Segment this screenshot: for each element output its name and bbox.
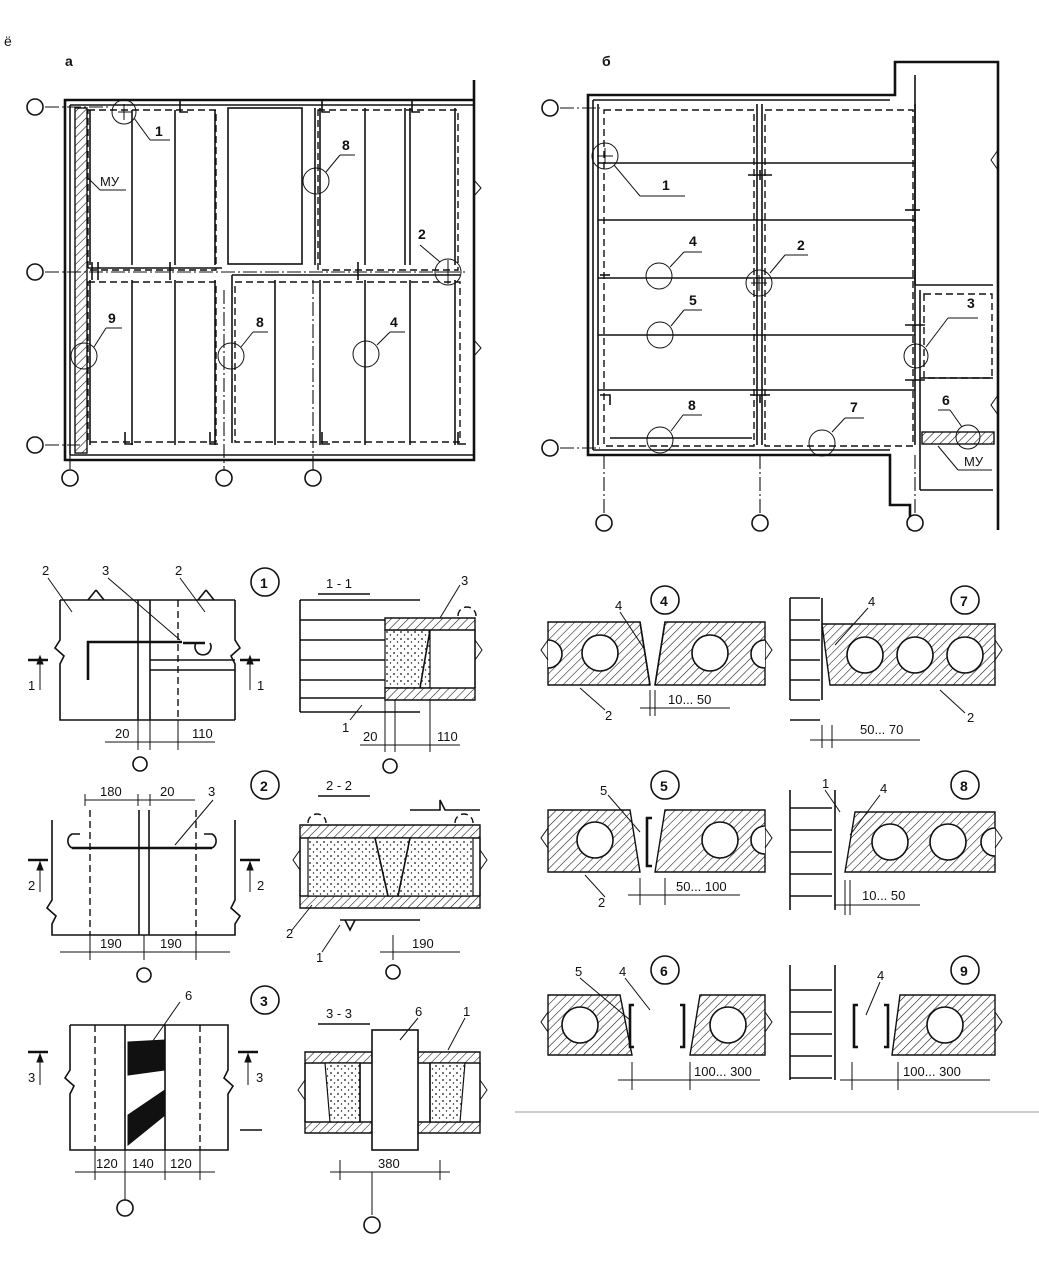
section-3-3: 3 - 3 6 1 380: [297, 1004, 488, 1234]
detail-8-ref-4: 4: [880, 781, 887, 796]
detail-2-section-mark-right: 2: [257, 878, 264, 893]
detail-7-ref-2: 2: [967, 710, 974, 725]
section-3-3-ref-1: 1: [463, 1004, 470, 1019]
plan-b: б: [541, 53, 1000, 532]
detail-2-number: 2: [260, 778, 268, 794]
section-1-1-mortar: [384, 629, 431, 689]
section-1-1-slab-bottom: [384, 687, 476, 701]
plan-a-callout-2: 2: [418, 226, 426, 242]
detail-2-dim-190b: 190: [160, 936, 182, 951]
plan-b-callout-5: 5: [689, 292, 697, 308]
detail-1-number: 1: [260, 575, 268, 591]
plan-a-callout-9: 9: [108, 310, 116, 326]
plan-a-callout-4: 4: [390, 314, 398, 330]
detail-8-ref-1: 1: [822, 776, 829, 791]
section-2-2-title: 2 - 2: [326, 778, 352, 793]
plan-b-callout-1: 1: [662, 177, 670, 193]
detail-3-ref-6: 6: [185, 988, 192, 1003]
section-1-1: 1 - 1 3 1 20 110: [299, 573, 483, 774]
detail-4-ref-2: 2: [605, 708, 612, 723]
detail-4-dim: 10... 50: [668, 692, 711, 707]
detail-9: 9 4 100... 300: [789, 955, 1003, 1090]
plan-b-callout-7: 7: [850, 399, 858, 415]
plan-b-masonry-wall: [921, 431, 995, 445]
section-1-1-dim-20: 20: [363, 729, 377, 744]
detail-6-number: 6: [660, 963, 668, 979]
detail-2-section-mark-left: 2: [28, 878, 35, 893]
detail-1-ref-2a: 2: [42, 563, 49, 578]
detail-3-dim-140: 140: [132, 1156, 154, 1171]
detail-7: 7 4 2 50... 70: [789, 585, 1003, 748]
detail-2-ref-3: 3: [208, 784, 215, 799]
section-1-1-dim-110: 110: [437, 729, 458, 744]
plan-b-callout-8: 8: [688, 397, 696, 413]
plan-a: а: [26, 53, 482, 487]
detail-3-dim-120a: 120: [96, 1156, 118, 1171]
corner-mark: ё: [4, 33, 12, 49]
detail-6: 6 5 4 100... 300: [540, 955, 773, 1090]
plan-a-callout-1: 1: [155, 123, 163, 139]
section-1-1-ref-1: 1: [342, 720, 349, 735]
detail-3-section-mark-left: 3: [28, 1070, 35, 1085]
detail-3: 3 6 3 3 120 140 120: [28, 985, 280, 1217]
detail-9-dim: 100... 300: [903, 1064, 961, 1079]
detail-2-dim-180: 180: [100, 784, 122, 799]
plan-b-callout-6: 6: [942, 392, 950, 408]
detail-9-number: 9: [960, 963, 968, 979]
detail-5-number: 5: [660, 778, 668, 794]
plan-b-callout-4: 4: [689, 233, 697, 249]
detail-7-dim: 50... 70: [860, 722, 903, 737]
detail-1-dim-110: 110: [192, 726, 213, 741]
detail-2: 2 180 20 2 2 3 190 190: [28, 770, 280, 983]
plan-a-letter: а: [65, 53, 73, 69]
section-2-2: 2 - 2 2 1 190: [286, 778, 488, 980]
detail-6-ref-4: 4: [619, 964, 626, 979]
detail-3-section-mark-right: 3: [256, 1070, 263, 1085]
plan-a-wall-label: МУ: [100, 174, 120, 189]
detail-1-ref-3: 3: [102, 563, 109, 578]
detail-5-ref-5: 5: [600, 783, 607, 798]
detail-4-ref-4: 4: [615, 598, 622, 613]
detail-1-ref-2b: 2: [175, 563, 182, 578]
plan-b-wall-label: МУ: [964, 454, 984, 469]
detail-5: 5 5 2 50... 100: [540, 770, 773, 910]
detail-8-number: 8: [960, 778, 968, 794]
detail-2-dim-190a: 190: [100, 936, 122, 951]
detail-7-ref-4: 4: [868, 594, 875, 609]
detail-1-dim-20: 20: [115, 726, 129, 741]
detail-3-dim-120b: 120: [170, 1156, 192, 1171]
detail-8: 8 1 4 10... 50: [789, 770, 1003, 915]
detail-6-ref-5: 5: [575, 964, 582, 979]
section-3-3-title: 3 - 3: [326, 1006, 352, 1021]
section-1-1-slab-top: [384, 617, 476, 631]
section-2-2-ref-2: 2: [286, 926, 293, 941]
section-2-2-dim-190: 190: [412, 936, 434, 951]
section-3-3-dim-380: 380: [378, 1156, 400, 1171]
detail-5-ref-2: 2: [598, 895, 605, 910]
detail-1: 1 1 1 2 3 2 20 110: [28, 563, 280, 772]
plan-a-masonry-wall: [74, 107, 88, 454]
section-1-1-title: 1 - 1: [326, 576, 352, 591]
section-1-1-ref-3: 3: [461, 573, 468, 588]
detail-9-ref-4: 4: [877, 968, 884, 983]
detail-3-number: 3: [260, 993, 268, 1009]
section-3-3-ref-6: 6: [415, 1004, 422, 1019]
plan-b-letter: б: [602, 53, 611, 69]
detail-4: 4 4 2 10... 50: [540, 585, 773, 723]
plan-a-callout-8-top: 8: [342, 137, 350, 153]
detail-1-section-mark-right: 1: [257, 678, 264, 693]
detail-6-dim: 100... 300: [694, 1064, 752, 1079]
section-2-2-ref-1: 1: [316, 950, 323, 965]
detail-5-dim: 50... 100: [676, 879, 727, 894]
detail-4-number: 4: [660, 593, 668, 609]
detail-8-dim: 10... 50: [862, 888, 905, 903]
plan-b-callout-2: 2: [797, 237, 805, 253]
plan-b-callout-3: 3: [967, 295, 975, 311]
detail-1-section-mark-left: 1: [28, 678, 35, 693]
detail-7-number: 7: [960, 593, 968, 609]
detail-2-dim-20: 20: [160, 784, 174, 799]
plan-a-callout-8-bottom: 8: [256, 314, 264, 330]
